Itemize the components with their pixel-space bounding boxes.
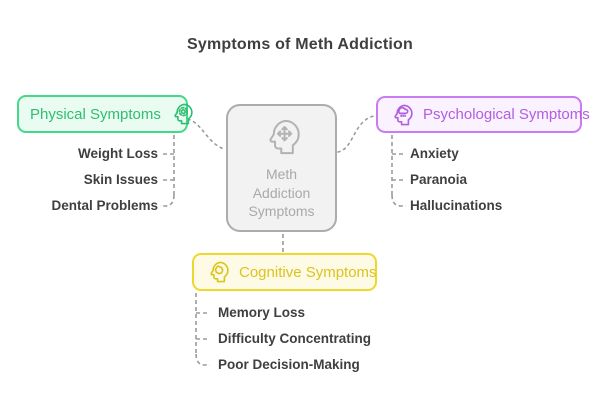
branch-psychological-label: Psychological Symptoms xyxy=(423,106,590,123)
branch-cognitive-symptoms[interactable]: Cognitive Symptoms xyxy=(192,253,377,291)
list-item-anxiety: Anxiety xyxy=(410,146,459,161)
physical-list-rail xyxy=(160,135,175,207)
branch-physical-label: Physical Symptoms xyxy=(30,105,161,123)
list-item-paranoia: Paranoia xyxy=(410,172,468,187)
list-item-hallucinations: Hallucinations xyxy=(410,198,503,213)
list-item-weight-loss: Weight Loss xyxy=(77,146,158,161)
center-node-label: Meth Addiction Symptoms xyxy=(248,166,315,220)
branch-physical-symptoms[interactable]: Physical Symptoms xyxy=(17,95,193,133)
head-brain-icon xyxy=(205,259,231,285)
branch-psychological-symptoms[interactable]: Psychological Symptoms xyxy=(376,96,590,133)
psychological-list-rail xyxy=(391,135,406,207)
head-cloud-icon xyxy=(389,102,415,128)
cognitive-symptoms-list: Memory Loss Difficulty Concentrating Poo… xyxy=(218,300,448,378)
list-item-difficulty-concentrating: Difficulty Concentrating xyxy=(218,331,372,346)
list-item-dental-problems: Dental Problems xyxy=(51,198,158,213)
branch-cognitive-label: Cognitive Symptoms xyxy=(239,263,377,281)
head-move-arrows-icon xyxy=(260,115,304,159)
list-item-skin-issues: Skin Issues xyxy=(83,172,158,187)
psychological-symptoms-list: Anxiety Paranoia Hallucinations xyxy=(410,141,600,219)
connector-center-to-psychological xyxy=(337,115,375,153)
connector-center-to-physical xyxy=(187,118,225,150)
diagram-title: Symptoms of Meth Addiction xyxy=(187,36,413,53)
cognitive-list-rail xyxy=(195,293,210,366)
physical-symptoms-list: Weight Loss Skin Issues Dental Problems xyxy=(0,141,158,219)
head-gear-icon xyxy=(169,101,195,127)
center-node-meth-addiction-symptoms[interactable]: Meth Addiction Symptoms xyxy=(226,104,337,232)
list-item-memory-loss: Memory Loss xyxy=(218,305,306,320)
list-item-poor-decision-making: Poor Decision-Making xyxy=(218,357,360,372)
